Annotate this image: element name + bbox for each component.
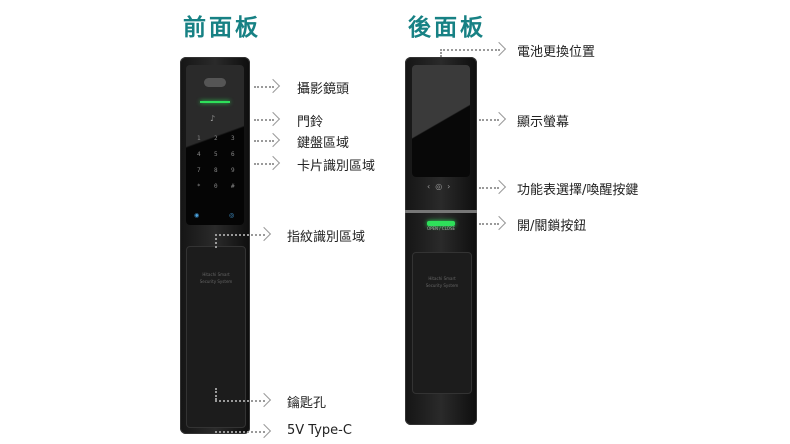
bell-icon: ♪ (210, 114, 216, 123)
front-handle-text: Hitachi Smart Security System (199, 272, 233, 284)
front-glass-panel (186, 65, 244, 225)
arrow-icon (256, 226, 272, 242)
back-handle-text: Hitachi Smart Security System (425, 276, 459, 288)
keypad-key: # (231, 183, 235, 190)
arrow-icon (491, 215, 507, 231)
keypad-key: 1 (197, 135, 201, 142)
keypad-key: 8 (214, 167, 218, 174)
front-panel-title: 前面板 (183, 15, 261, 41)
keypad-key: 5 (214, 151, 218, 158)
arrow-icon (256, 423, 272, 439)
status-led (200, 101, 230, 103)
divider (405, 210, 477, 213)
arrow-icon (256, 392, 272, 408)
arrow-icon (491, 111, 507, 127)
keypad-key: 2 (214, 135, 218, 142)
callout-keyhole: 鑰匙孔 (287, 396, 327, 411)
callout-usb-c: 5V Type-C (287, 423, 352, 438)
lock-status-icon: ◎ (229, 212, 235, 219)
wifi-icon: ◉ (194, 212, 200, 219)
callout-menu-button: 功能表選擇/喚醒按鍵 (517, 183, 639, 198)
callout-display: 顯示螢幕 (517, 115, 570, 130)
keypad-key: 4 (197, 151, 201, 158)
open-close-text: OPEN / CLOSE (426, 226, 456, 231)
keypad-key: * (197, 183, 201, 190)
back-panel-title: 後面板 (408, 15, 486, 41)
keypad-key: 0 (214, 183, 218, 190)
menu-buttons-icon: ‹◎› (427, 182, 456, 191)
arrow-icon (491, 41, 507, 57)
back-handle: Hitachi Smart Security System (412, 252, 472, 394)
callout-doorbell: 門鈴 (297, 115, 324, 130)
arrow-icon (491, 179, 507, 195)
callout-camera: 攝影鏡頭 (297, 82, 350, 97)
keypad-key: 3 (231, 135, 235, 142)
keypad-key: 6 (231, 151, 235, 158)
arrow-icon (265, 78, 281, 94)
display-screen (412, 65, 470, 177)
callout-fingerprint: 指紋識別區域 (287, 230, 366, 245)
callout-open-close: 開/關鎖按鈕 (517, 219, 587, 234)
back-lock-image: ‹◎› OPEN / CLOSE Hitachi Smart Security … (405, 57, 477, 425)
open-close-button (427, 221, 455, 226)
callout-card-reader: 卡片識別區域 (297, 159, 376, 174)
callout-battery: 電池更換位置 (517, 45, 596, 60)
arrow-icon (265, 132, 281, 148)
arrow-icon (265, 111, 281, 127)
arrow-icon (265, 155, 281, 171)
keypad-key: 9 (231, 167, 235, 174)
keypad-key: 7 (197, 167, 201, 174)
callout-keypad: 鍵盤區域 (297, 136, 350, 151)
camera-icon (204, 78, 226, 87)
